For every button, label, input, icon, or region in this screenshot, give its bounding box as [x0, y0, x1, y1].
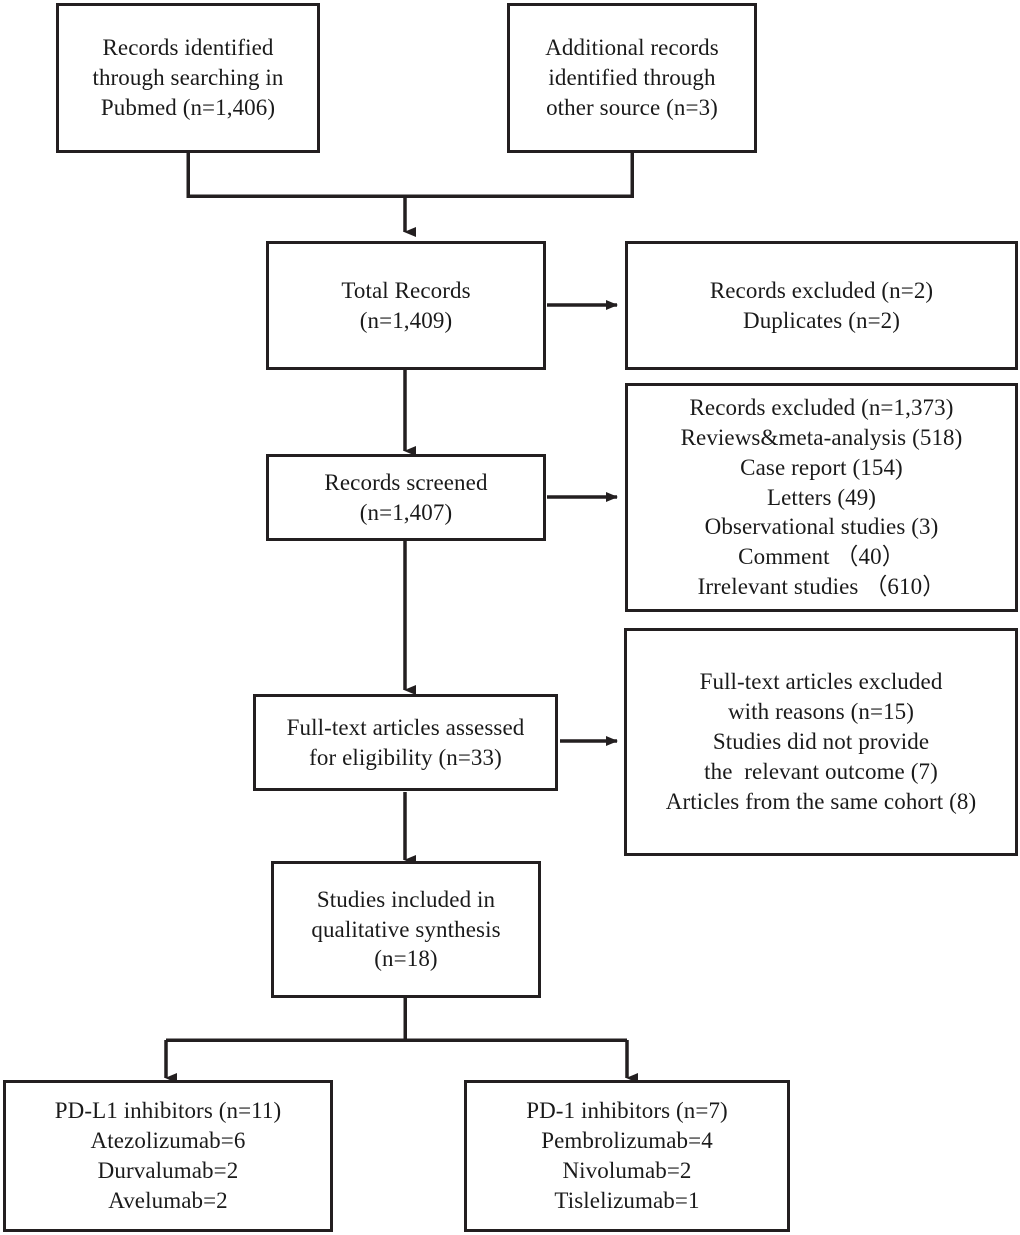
fulltext-excluded-line-5: Articles from the same cohort (8) [665, 788, 977, 814]
fulltext-assessed-line-2: for eligibility (n=33) [309, 744, 502, 770]
records-excluded-duplicates-line-1: Records excluded (n=2) [709, 277, 934, 303]
additional-records-line-3: other source (n=3) [546, 94, 718, 120]
fulltext-excluded-line-4: the relevant outcome (7) [704, 758, 938, 784]
additional-records-line-2: identified through [548, 65, 716, 91]
fulltext-assessed-line-1: Full-text articles assessed [286, 714, 525, 740]
pdl1-line-1: PD-L1 inhibitors (n=11) [54, 1098, 282, 1124]
pd-1-inhibitors-box: PD-1 inhibitors (n=7) Pembrolizumab=4 Ni… [464, 1080, 790, 1232]
records-excluded-duplicates-box: Records excluded (n=2) Duplicates (n=2) [625, 241, 1018, 370]
fulltext-excluded-line-2: with reasons (n=15) [727, 699, 915, 725]
studies-included-box: Studies included in qualitative synthesi… [271, 861, 541, 998]
studies-included-line-3: (n=18) [374, 946, 438, 972]
merge-connector-top [186, 152, 634, 198]
fulltext-excluded-line-1: Full-text articles excluded [699, 669, 943, 695]
fulltext-excluded-line-3: Studies did not provide [712, 729, 930, 755]
records-identified-pubmed-box: Records identified through searching in … [56, 3, 320, 153]
split-connector-bottom [166, 998, 627, 1042]
total-records-box: Total Records (n=1,409) [266, 241, 546, 370]
records-excluded-reasons-line-2: Reviews&meta-analysis (518) [680, 424, 963, 450]
records-excluded-reasons-line-4: Letters (49) [766, 484, 877, 510]
records-identified-line-1: Records identified [102, 35, 274, 61]
additional-records-other-source-box: Additional records identified through ot… [507, 3, 757, 153]
records-screened-line-1: Records screened [324, 469, 488, 495]
pd-l1-inhibitors-box: PD-L1 inhibitors (n=11) Atezolizumab=6 D… [3, 1080, 333, 1232]
records-excluded-with-reasons-box: Records excluded (n=1,373) Reviews&meta-… [625, 383, 1018, 612]
records-excluded-reasons-line-6: Comment （40） [738, 544, 905, 570]
pd1-line-4: Tislelizumab=1 [554, 1187, 700, 1213]
records-identified-line-2: through searching in [92, 65, 284, 91]
pdl1-line-2: Atezolizumab=6 [90, 1128, 246, 1154]
records-excluded-duplicates-line-2: Duplicates (n=2) [743, 307, 900, 333]
records-excluded-reasons-line-7: Irrelevant studies （610） [697, 574, 946, 600]
pd1-line-1: PD-1 inhibitors (n=7) [526, 1098, 728, 1124]
fulltext-articles-assessed-box: Full-text articles assessed for eligibil… [253, 694, 558, 791]
records-excluded-reasons-line-1: Records excluded (n=1,373) [689, 394, 954, 420]
records-screened-line-2: (n=1,407) [359, 499, 453, 525]
studies-included-line-1: Studies included in [316, 886, 496, 912]
fulltext-articles-excluded-box: Full-text articles excluded with reasons… [624, 628, 1018, 856]
records-screened-box: Records screened (n=1,407) [266, 454, 546, 541]
records-excluded-reasons-line-3: Case report (154) [740, 454, 903, 480]
additional-records-line-1: Additional records [545, 35, 719, 61]
studies-included-line-2: qualitative synthesis [311, 916, 501, 942]
pd1-line-3: Nivolumab=2 [562, 1158, 692, 1183]
records-excluded-reasons-line-5: Observational studies (3) [704, 514, 939, 540]
records-identified-line-3: Pubmed (n=1,406) [100, 94, 276, 120]
total-records-line-2: (n=1,409) [359, 307, 453, 333]
total-records-line-1: Total Records [341, 277, 471, 303]
pdl1-line-4: Avelumab=2 [108, 1187, 228, 1213]
pdl1-line-3: Durvalumab=2 [97, 1158, 239, 1183]
pd1-line-2: Pembrolizumab=4 [541, 1128, 713, 1154]
